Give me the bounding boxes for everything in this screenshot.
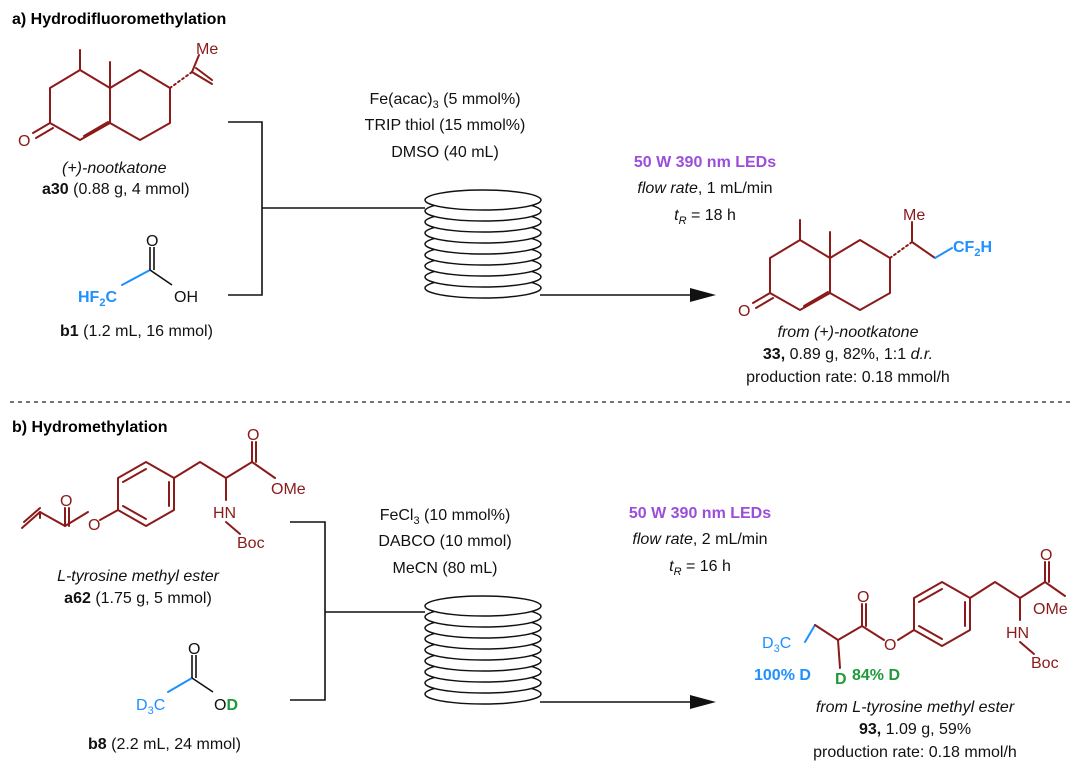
conditions-a-line3: DMSO (40 mL) <box>391 144 499 161</box>
product-a-yield: 33, 0.89 g, 82%, 1:1 d.r. <box>763 346 933 363</box>
acid-b-d3c-label: D3C <box>136 697 165 717</box>
nootkatone-me-label: Me <box>196 41 218 58</box>
flow-reactor-coil-a <box>424 189 542 299</box>
product-a-rate: production rate: 0.18 mmol/h <box>746 369 950 386</box>
section-a-title: a) Hydrodifluoromethylation <box>12 11 226 28</box>
sub-b-o2: O <box>88 517 100 534</box>
sub-b-ome: OMe <box>271 481 306 498</box>
difluoroacetic-acid-structure: O OH HF2C <box>78 233 198 309</box>
mixing-line-b <box>290 521 326 701</box>
acid-b-amount: (2.2 mL, 24 mmol) <box>107 736 241 753</box>
product-33-me-label: Me <box>903 207 925 224</box>
product-b-origin: from L-tyrosine methyl ester <box>816 699 1015 716</box>
product-93-o2: O <box>884 637 896 654</box>
acid-a-amount: (1.2 mL, 16 mmol) <box>79 323 213 340</box>
nootkatone-structure: Me O <box>18 41 218 150</box>
product-b-code: 93, <box>859 721 881 738</box>
section-b-title: b) Hydromethylation <box>12 419 168 436</box>
mixing-line-a <box>228 121 263 296</box>
product-33-o-label: O <box>738 303 750 320</box>
conditions-b-line1: FeCl3 (10 mmol%) <box>380 507 511 527</box>
sub-b-boc: Boc <box>237 535 265 552</box>
led-label-a: 50 W 390 nm LEDs <box>634 154 776 171</box>
product-a-origin: from (+)-nootkatone <box>778 324 919 341</box>
deuterium-pct-2: 84% D <box>852 667 900 684</box>
substrate-a-name: (+)-nootkatone <box>62 160 167 177</box>
conditions-b-line3: MeCN (80 mL) <box>393 560 498 577</box>
acid-a-hf2c-label: HF2C <box>78 289 117 309</box>
product-33-cf2h-label: CF2H <box>953 239 992 259</box>
substrate-b-caption: a62 (1.75 g, 5 mmol) <box>64 590 212 607</box>
arrow-head-b <box>690 695 716 709</box>
substrate-b-name: L-tyrosine methyl ester <box>57 568 220 585</box>
acid-a-carbonyl-o: O <box>146 233 158 250</box>
flow-rate-b: flow rate, 2 mL/min <box>632 531 767 548</box>
deuterated-acetic-acid-structure: O OD D3C <box>136 641 238 717</box>
product-93-structure: D3C D O O O OMe HN Boc <box>762 547 1068 688</box>
sub-b-hn: HN <box>213 505 236 522</box>
led-label-b: 50 W 390 nm LEDs <box>629 505 771 522</box>
acid-a-caption: b1 (1.2 mL, 16 mmol) <box>60 323 213 340</box>
product-93-d-label: D <box>835 671 847 688</box>
product-93-boc: Boc <box>1031 655 1059 672</box>
substrate-a-code: a30 <box>42 181 69 198</box>
acid-b-od-label: OD <box>214 697 238 714</box>
reactor-coil-loop <box>424 595 542 617</box>
product-b-rate: production rate: 0.18 mmol/h <box>813 744 1017 761</box>
residence-time-a: tR = 18 h <box>674 207 736 227</box>
residence-time-b: tR = 16 h <box>669 558 731 578</box>
acid-b-caption: b8 (2.2 mL, 24 mmol) <box>88 736 241 753</box>
product-a-code: 33, <box>763 346 785 363</box>
product-93-hn: HN <box>1006 625 1029 642</box>
arrow-head-a <box>690 288 716 302</box>
acid-a-oh-label: OH <box>174 289 198 306</box>
product-93-d3c-label: D3C <box>762 635 791 655</box>
sub-b-o1: O <box>60 493 72 510</box>
product-b-yield: 93, 1.09 g, 59% <box>859 721 971 738</box>
substrate-a-caption: a30 (0.88 g, 4 mmol) <box>42 181 190 198</box>
product-93-o3: O <box>1040 547 1052 564</box>
conditions-a-line1: Fe(acac)3 (5 mmol%) <box>369 91 520 111</box>
reactor-coil-loop <box>424 189 542 211</box>
flow-rate-a: flow rate, 1 mL/min <box>637 180 772 197</box>
conditions-b-line2: DABCO (10 mmol) <box>378 533 511 550</box>
product-93-ome: OMe <box>1033 601 1068 618</box>
substrate-b-code: a62 <box>64 590 91 607</box>
product-33-structure: Me O CF2H <box>738 207 992 320</box>
conditions-a-line2: TRIP thiol (15 mmol%) <box>365 117 526 134</box>
substrate-a-amount: (0.88 g, 4 mmol) <box>69 181 190 198</box>
deuterium-pct-1: 100% D <box>754 667 811 684</box>
acid-b-carbonyl-o: O <box>188 641 200 658</box>
acid-b-code: b8 <box>88 736 107 753</box>
tyrosine-acrylate-structure: O O O OMe HN Boc <box>21 427 306 552</box>
sub-b-o3: O <box>247 427 259 444</box>
product-93-o1: O <box>857 589 869 606</box>
nootkatone-o-label: O <box>18 133 30 150</box>
substrate-b-amount: (1.75 g, 5 mmol) <box>91 590 212 607</box>
flow-reactor-coil-b <box>424 595 542 705</box>
acid-a-code: b1 <box>60 323 79 340</box>
